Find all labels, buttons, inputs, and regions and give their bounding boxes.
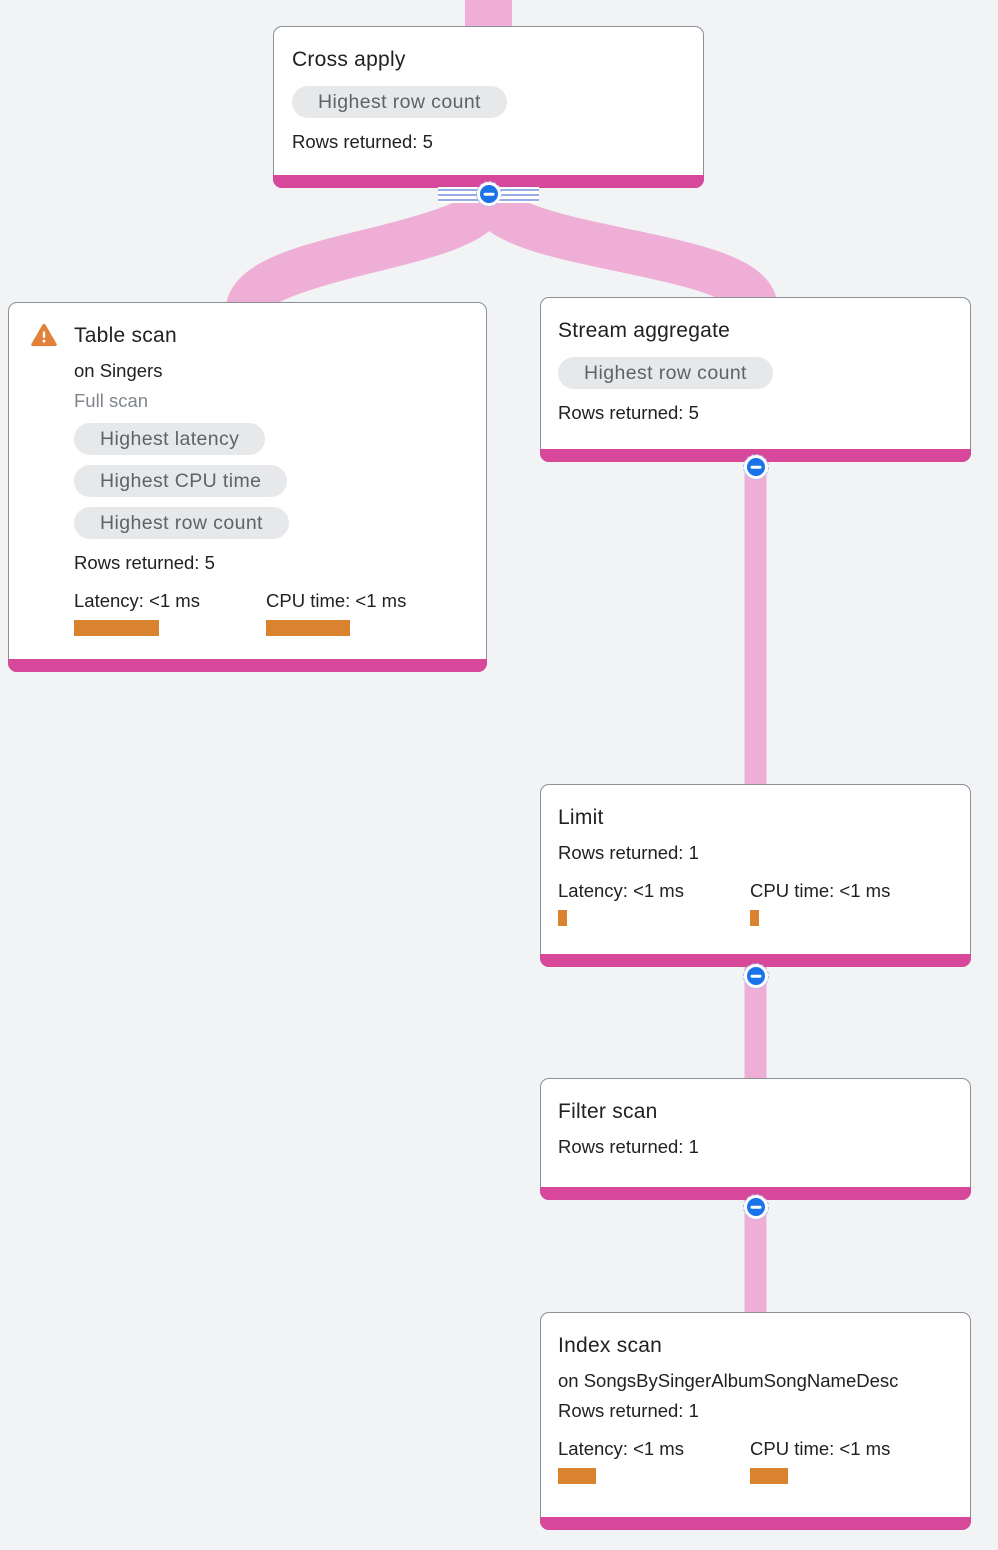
badge-highest-latency: Highest latency [74,423,266,455]
plan-node-index-scan[interactable]: Index scan on SongsBySingerAlbumSongName… [540,1312,971,1530]
collapse-button-limit[interactable] [743,963,769,989]
latency-bar [558,1468,596,1484]
cpu-time-metric: CPU time: <1 ms [750,1437,942,1484]
collapse-button-filter-scan[interactable] [743,1194,769,1220]
node-subtitle: on SongsBySingerAlbumSongNameDesc [558,1370,899,1391]
rows-returned: Rows returned: 1 [558,1136,699,1157]
collapse-button-cross-apply[interactable] [476,181,502,207]
node-title: Filter scan [558,1100,658,1123]
node-accent-bar [540,954,971,967]
latency-label: Latency: <1 ms [74,590,200,611]
latency-bar [558,910,567,926]
badge-highest-row-count: Highest row count [74,507,289,539]
cpu-time-label: CPU time: <1 ms [266,590,407,611]
cpu-time-bar [266,620,350,636]
node-accent-bar [8,659,487,672]
cpu-time-label: CPU time: <1 ms [750,880,891,901]
badge-highest-cpu-time: Highest CPU time [74,465,288,497]
latency-bar [74,620,159,636]
badge-highest-row-count: Highest row count [292,86,507,118]
plan-node-filter-scan[interactable]: Filter scan Rows returned: 1 [540,1078,971,1200]
latency-label: Latency: <1 ms [558,880,684,901]
rows-returned: Rows returned: 5 [558,402,699,423]
cpu-time-label: CPU time: <1 ms [750,1438,891,1459]
minus-icon [750,1205,762,1209]
cpu-time-bar [750,1468,788,1484]
rows-returned: Rows returned: 5 [74,552,215,573]
badge-highest-row-count: Highest row count [558,357,773,389]
node-accent-bar [273,175,704,188]
rows-returned: Rows returned: 1 [558,1400,699,1421]
node-accent-bar [540,1187,971,1200]
node-title: Cross apply [292,48,406,71]
plan-node-stream-aggregate[interactable]: Stream aggregate Highest row count Rows … [540,297,971,462]
plan-node-limit[interactable]: Limit Rows returned: 1 Latency: <1 ms CP… [540,784,971,967]
plan-node-cross-apply[interactable]: Cross apply Highest row count Rows retur… [273,26,704,188]
rows-returned: Rows returned: 5 [292,131,433,152]
node-title: Table scan [74,324,177,347]
node-title: Limit [558,806,604,829]
minus-icon [483,192,495,196]
node-title: Stream aggregate [558,319,731,342]
minus-icon [750,465,762,469]
cpu-time-metric: CPU time: <1 ms [750,879,942,926]
plan-node-table-scan[interactable]: Table scan on Singers Full scan Highest … [8,302,487,672]
latency-metric: Latency: <1 ms [558,1437,750,1484]
latency-metric: Latency: <1 ms [558,879,750,926]
latency-metric: Latency: <1 ms [74,589,266,636]
edge-cross-apply-to-table-scan [225,187,511,317]
cpu-time-bar [750,910,759,926]
rows-returned: Rows returned: 1 [558,842,699,863]
cpu-time-metric: CPU time: <1 ms [266,589,458,636]
edge-cross-apply-to-stream-aggregate [466,187,778,313]
warning-icon [31,323,57,347]
node-title: Index scan [558,1334,663,1357]
minus-icon [750,974,762,978]
node-subtitle: on Singers [74,360,163,381]
collapse-button-stream-aggregate[interactable] [743,454,769,480]
latency-label: Latency: <1 ms [558,1438,684,1459]
scan-note: Full scan [74,390,149,411]
node-accent-bar [540,1517,971,1530]
